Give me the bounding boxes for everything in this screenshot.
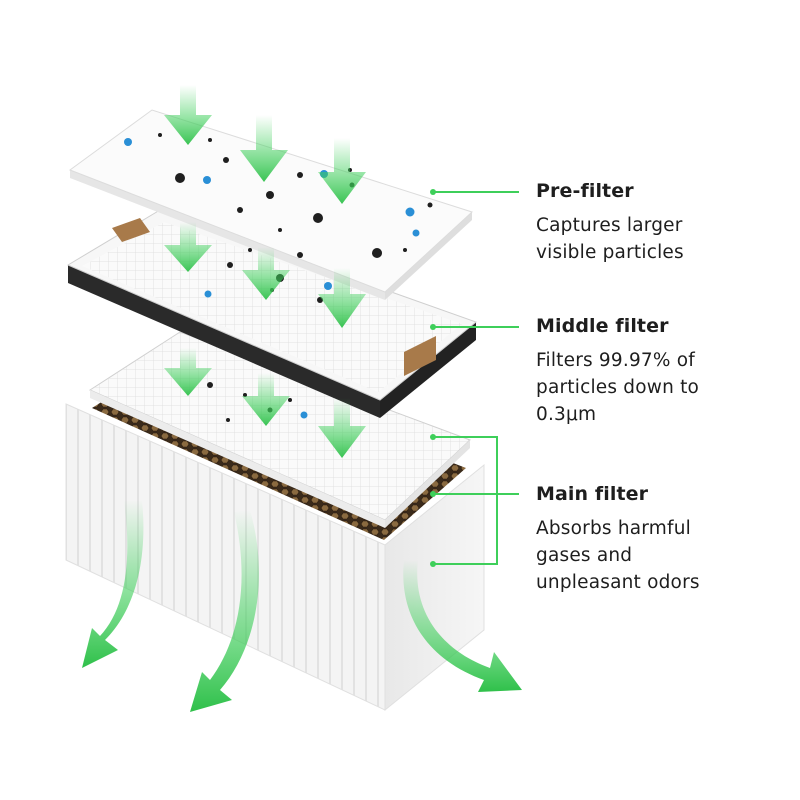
callout-main-filter: Main filter Absorbs harmful gases and un… — [536, 483, 700, 596]
pre-filter-description: Captures larger visible particles — [536, 215, 684, 263]
middle-filter-title: Middle filter — [536, 315, 669, 337]
airflow-arrows-in — [164, 85, 366, 458]
callout-lines — [433, 191, 519, 565]
callout-pre-filter: Pre-filter Captures larger visible parti… — [536, 180, 684, 266]
callout-middle-filter: Middle filter Filters 99.97% of particle… — [536, 315, 699, 428]
middle-filter-description: Filters 99.97% of particles down to 0.3μ… — [536, 350, 700, 425]
middle-filter — [66, 209, 478, 418]
callout-dots — [430, 189, 436, 567]
airflow-arrows-out — [82, 500, 522, 712]
main-filter-description: Absorbs harmful gases and unpleasant odo… — [536, 518, 700, 593]
microbe-particles — [124, 138, 420, 419]
pre-filter — [68, 109, 473, 300]
pre-filter-title: Pre-filter — [536, 180, 634, 202]
main-filter-title: Main filter — [536, 483, 649, 505]
particles — [158, 133, 433, 422]
main-filter-leader — [433, 436, 498, 565]
